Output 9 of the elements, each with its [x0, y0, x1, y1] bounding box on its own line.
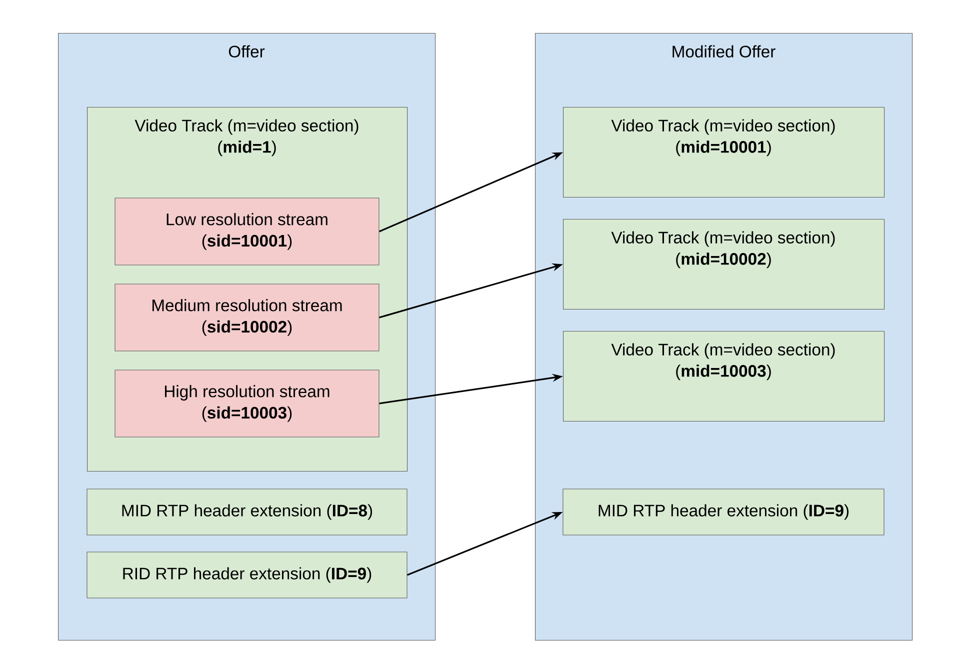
extension-box: MID RTP header extension (ID=8) [86, 488, 408, 536]
extension-box: MID RTP header extension (ID=9) [562, 488, 884, 536]
stream-box: Medium resolution stream (sid=10002) [114, 284, 380, 352]
stream-box: High resolution stream (sid=10003) [114, 370, 380, 438]
track-box: Video Track (m=video section) (mid=10001) [563, 107, 885, 198]
extension-box: RID RTP header extension (ID=9) [86, 552, 408, 598]
stream-box: Low resolution stream (sid=10001) [114, 198, 380, 266]
track-box: Video Track (m=video section) (mid=10002) [563, 219, 885, 310]
track-box: Video Track (m=video section) (mid=10003) [563, 331, 885, 422]
